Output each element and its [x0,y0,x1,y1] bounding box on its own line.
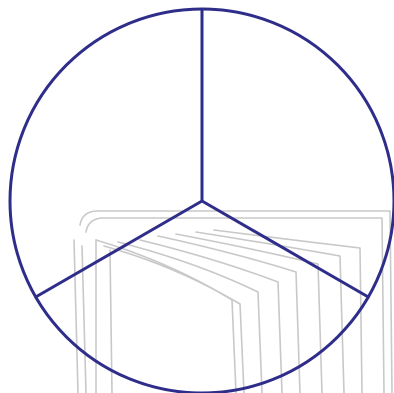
book-page-line-3 [74,240,78,393]
book-page-line-5 [96,240,236,393]
book-sketch-background [74,211,392,393]
divided-circle [10,9,394,393]
book-page-line-6 [104,246,244,393]
sector-divider-2 [202,201,368,297]
